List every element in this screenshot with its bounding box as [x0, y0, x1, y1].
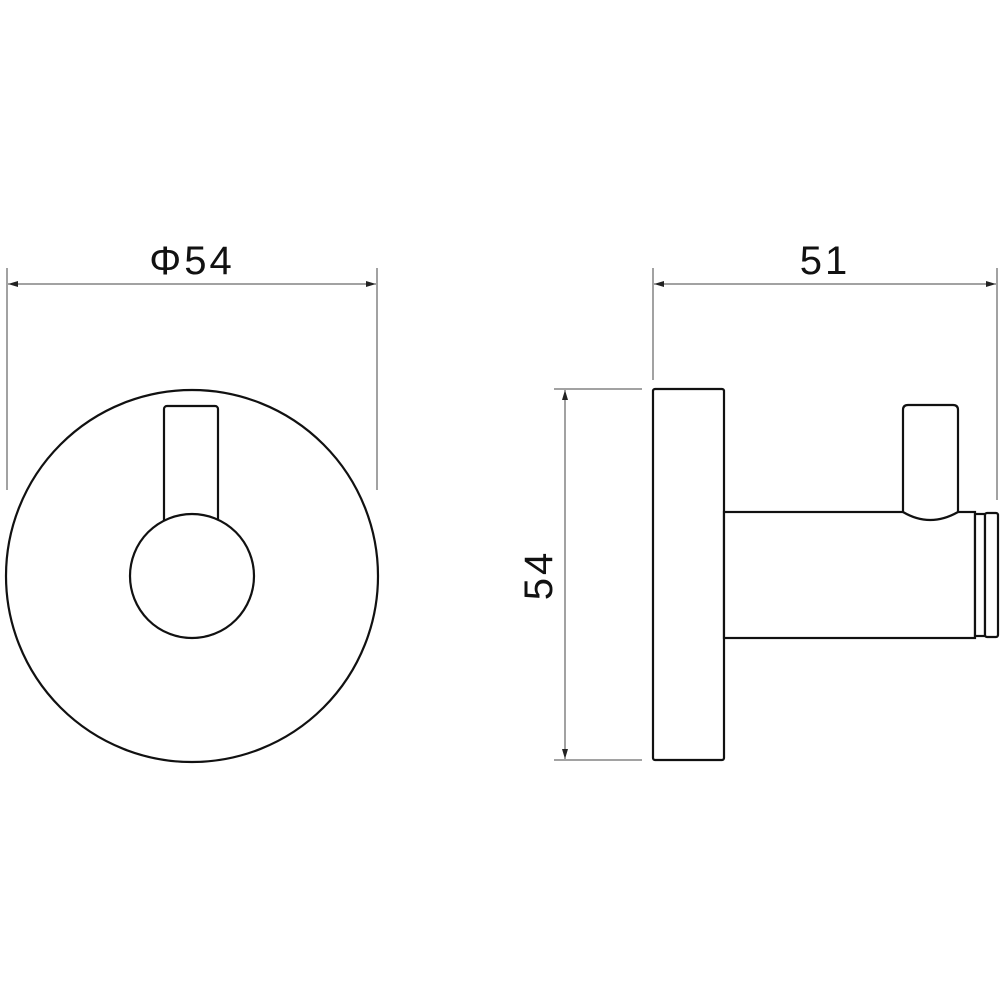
hook-post-circle	[128, 512, 256, 640]
base-plate-side	[651, 387, 726, 762]
depth-dimension-label: 51	[800, 239, 851, 283]
diameter-dimension-label: Φ54	[149, 239, 234, 283]
hook-rod	[722, 510, 977, 640]
hook-arm-side	[901, 403, 960, 522]
end-cap	[983, 511, 1000, 639]
height-dimension-label: 54	[517, 550, 561, 601]
end-cap-groove	[973, 512, 987, 638]
front-view: Φ54	[4, 239, 380, 764]
side-view: 51 54	[517, 239, 1000, 762]
